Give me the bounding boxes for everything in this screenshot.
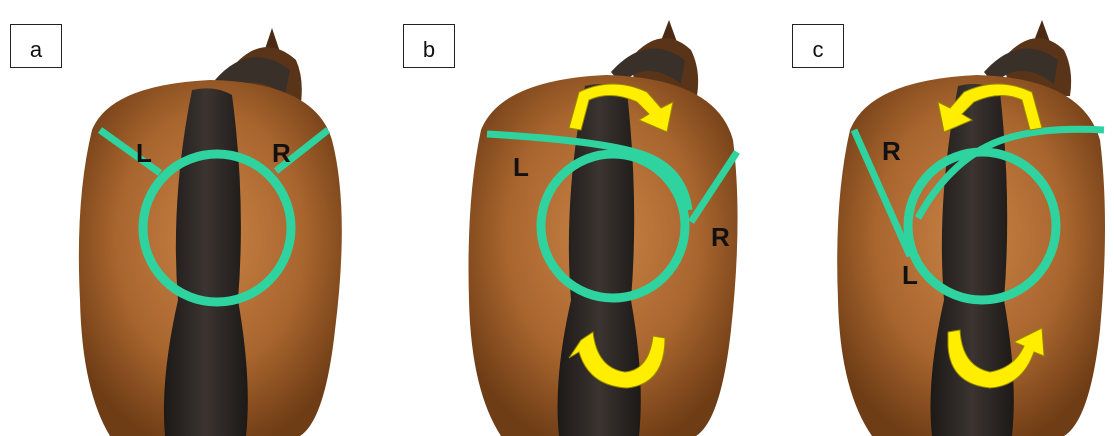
right-marker-label: R xyxy=(272,138,291,168)
panel-a-illustration: L R xyxy=(0,0,371,436)
right-marker-label: R xyxy=(711,222,730,252)
panel-b-illustration: L R xyxy=(371,0,742,436)
panel-b: b L R xyxy=(371,0,742,436)
panel-c-illustration: R L xyxy=(742,0,1113,436)
panel-c: c R L xyxy=(742,0,1113,436)
left-marker-label: L xyxy=(902,260,918,290)
left-marker-label: L xyxy=(513,152,529,182)
right-marker-label: R xyxy=(882,136,901,166)
panel-a: a L R xyxy=(0,0,371,436)
left-marker-label: L xyxy=(136,138,152,168)
